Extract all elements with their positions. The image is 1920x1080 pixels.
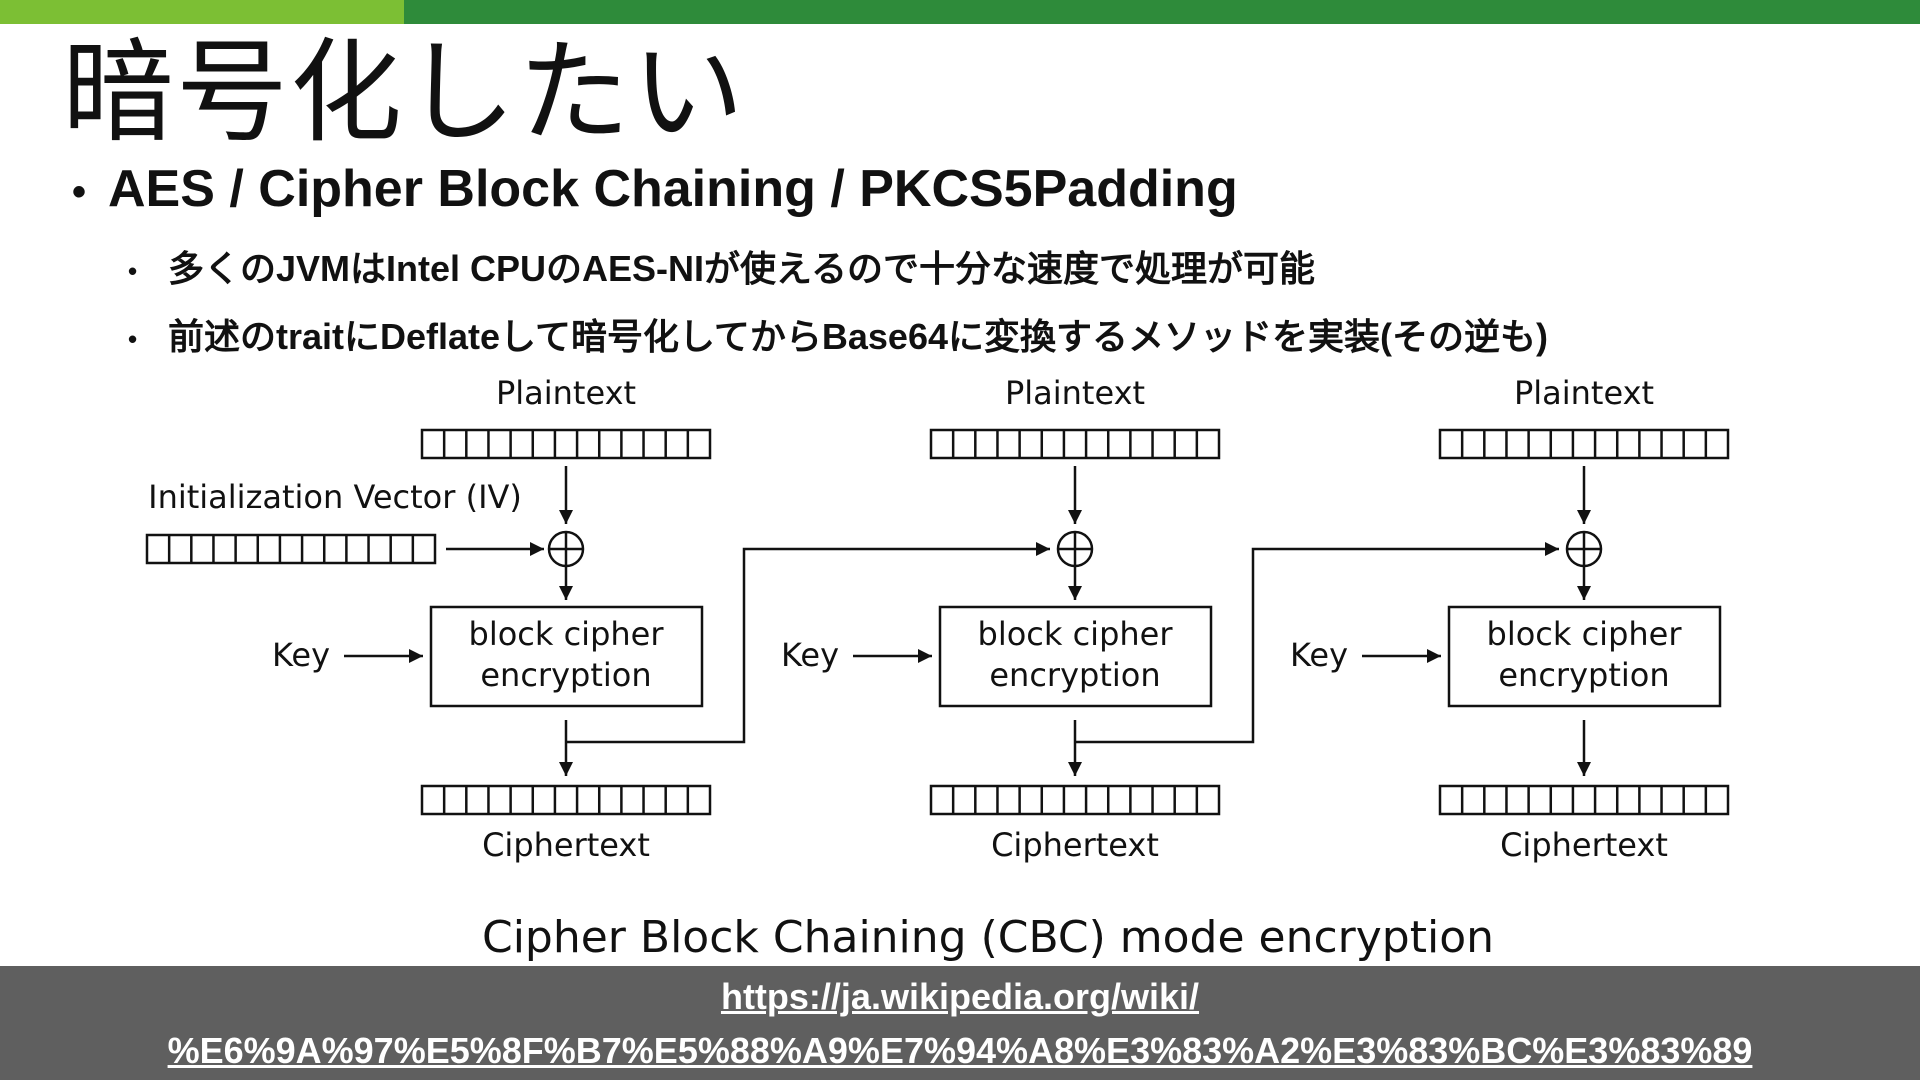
block-cipher-label-1: block cipher	[469, 615, 665, 653]
slide-title: 暗号化したい	[62, 28, 746, 158]
bullet-main: • AES / Cipher Block Chaining / PKCS5Padd…	[72, 154, 1238, 227]
bullet-dot: •	[128, 324, 138, 355]
bullet-main-text: AES / Cipher Block Chaining / PKCS5Paddi…	[108, 160, 1238, 218]
ciphertext-label-3: Ciphertext	[1500, 826, 1668, 864]
source-link-line2[interactable]: %E6%9A%97%E5%8F%B7%E5%88%A9%E7%94%A8%E3%…	[167, 1030, 1753, 1071]
sub-bullet-2-text: 前述のtraitにDeflateして暗号化してからBase64に変換するメソッド…	[168, 316, 1548, 357]
ciphertext-label-1: Ciphertext	[482, 826, 650, 864]
block-cipher-box-2	[938, 605, 1213, 708]
block-cipher-label-2: block cipher	[978, 615, 1174, 653]
iv-block	[145, 533, 437, 565]
block-encryption-label-1: encryption	[480, 656, 651, 694]
block-cipher-box-3	[1447, 605, 1722, 708]
footer-bar: https://ja.wikipedia.org/wiki/ %E6%9A%97…	[0, 966, 1920, 1080]
bullet-dot: •	[72, 170, 87, 215]
bullet-dot: •	[128, 256, 138, 287]
iv-label: Initialization Vector (IV)	[148, 478, 522, 516]
ciphertext-block-2	[929, 784, 1221, 816]
block-encryption-label-2: encryption	[989, 656, 1160, 694]
plaintext-label-1: Plaintext	[496, 374, 636, 412]
cbc-diagram: Initialization Vector (IV) Plaintext block…	[145, 374, 1730, 963]
ciphertext-block-1	[420, 784, 712, 816]
sub-bullet-1-text: 多くのJVMはIntel CPUのAES-NIが使えるので十分な速度で処理が可能	[168, 248, 1315, 289]
sub-bullet-1: • 多くのJVMはIntel CPUのAES-NIが使えるので十分な速度で処理が可…	[128, 243, 1315, 297]
plaintext-label-2: Plaintext	[1005, 374, 1145, 412]
plaintext-label-3: Plaintext	[1514, 374, 1654, 412]
block-encryption-label-3: encryption	[1498, 656, 1669, 694]
plaintext-block-3	[1438, 428, 1730, 460]
top-accent-bar-dark	[404, 0, 1920, 24]
diagram-caption: Cipher Block Chaining (CBC) mode encrypt…	[482, 912, 1494, 963]
block-cipher-label-3: block cipher	[1487, 615, 1683, 653]
plaintext-block-1	[420, 428, 712, 460]
plaintext-block-2	[929, 428, 1221, 460]
chain-arrow-1	[566, 542, 1050, 744]
block-cipher-box-1	[429, 605, 704, 708]
chain-arrow-2	[1075, 542, 1559, 744]
key-label-1: Key	[272, 636, 330, 674]
key-label-2: Key	[781, 636, 839, 674]
top-accent-bar-light	[0, 0, 404, 24]
ciphertext-label-2: Ciphertext	[991, 826, 1159, 864]
ciphertext-block-3	[1438, 784, 1730, 816]
key-label-3: Key	[1290, 636, 1348, 674]
sub-bullet-2: • 前述のtraitにDeflateして暗号化してからBase64に変換するメソッ…	[128, 311, 1548, 365]
source-link-line1[interactable]: https://ja.wikipedia.org/wiki/	[720, 976, 1200, 1017]
